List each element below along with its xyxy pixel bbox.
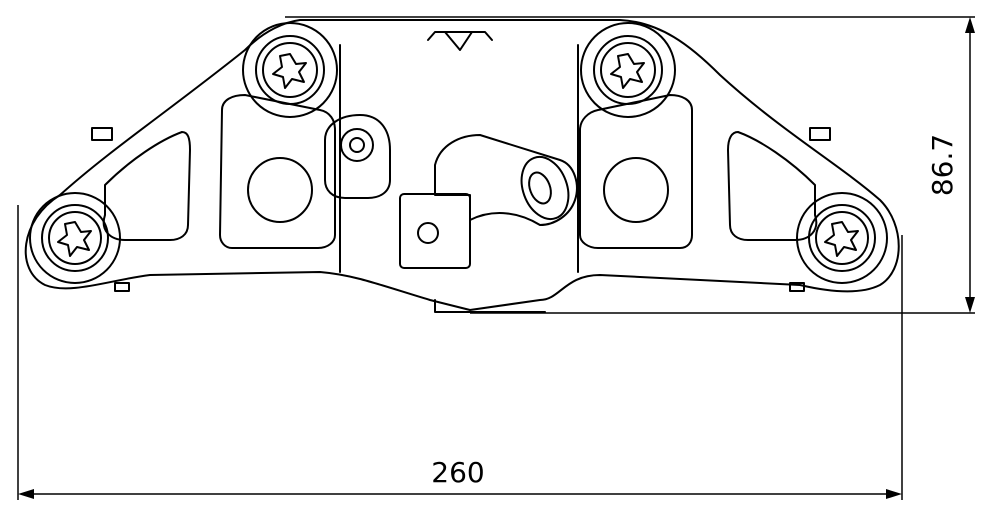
bolt-bottom-right bbox=[796, 192, 888, 284]
bolt-top-left bbox=[242, 22, 338, 118]
right-cutouts bbox=[579, 94, 818, 249]
center-features bbox=[399, 134, 578, 269]
torx-icon bbox=[824, 221, 859, 257]
torx-icon bbox=[272, 53, 307, 89]
height-dimension: 86.7 bbox=[285, 16, 975, 314]
torx-icon bbox=[610, 53, 645, 89]
width-dimension: 260 bbox=[17, 205, 903, 500]
height-label: 86.7 bbox=[926, 134, 959, 196]
part-outline bbox=[24, 19, 900, 313]
bolt-bottom-left bbox=[29, 192, 121, 284]
torx-icon bbox=[57, 221, 92, 257]
bolt-top-right bbox=[580, 22, 676, 118]
left-cutouts bbox=[102, 94, 391, 249]
width-label: 260 bbox=[431, 456, 484, 489]
